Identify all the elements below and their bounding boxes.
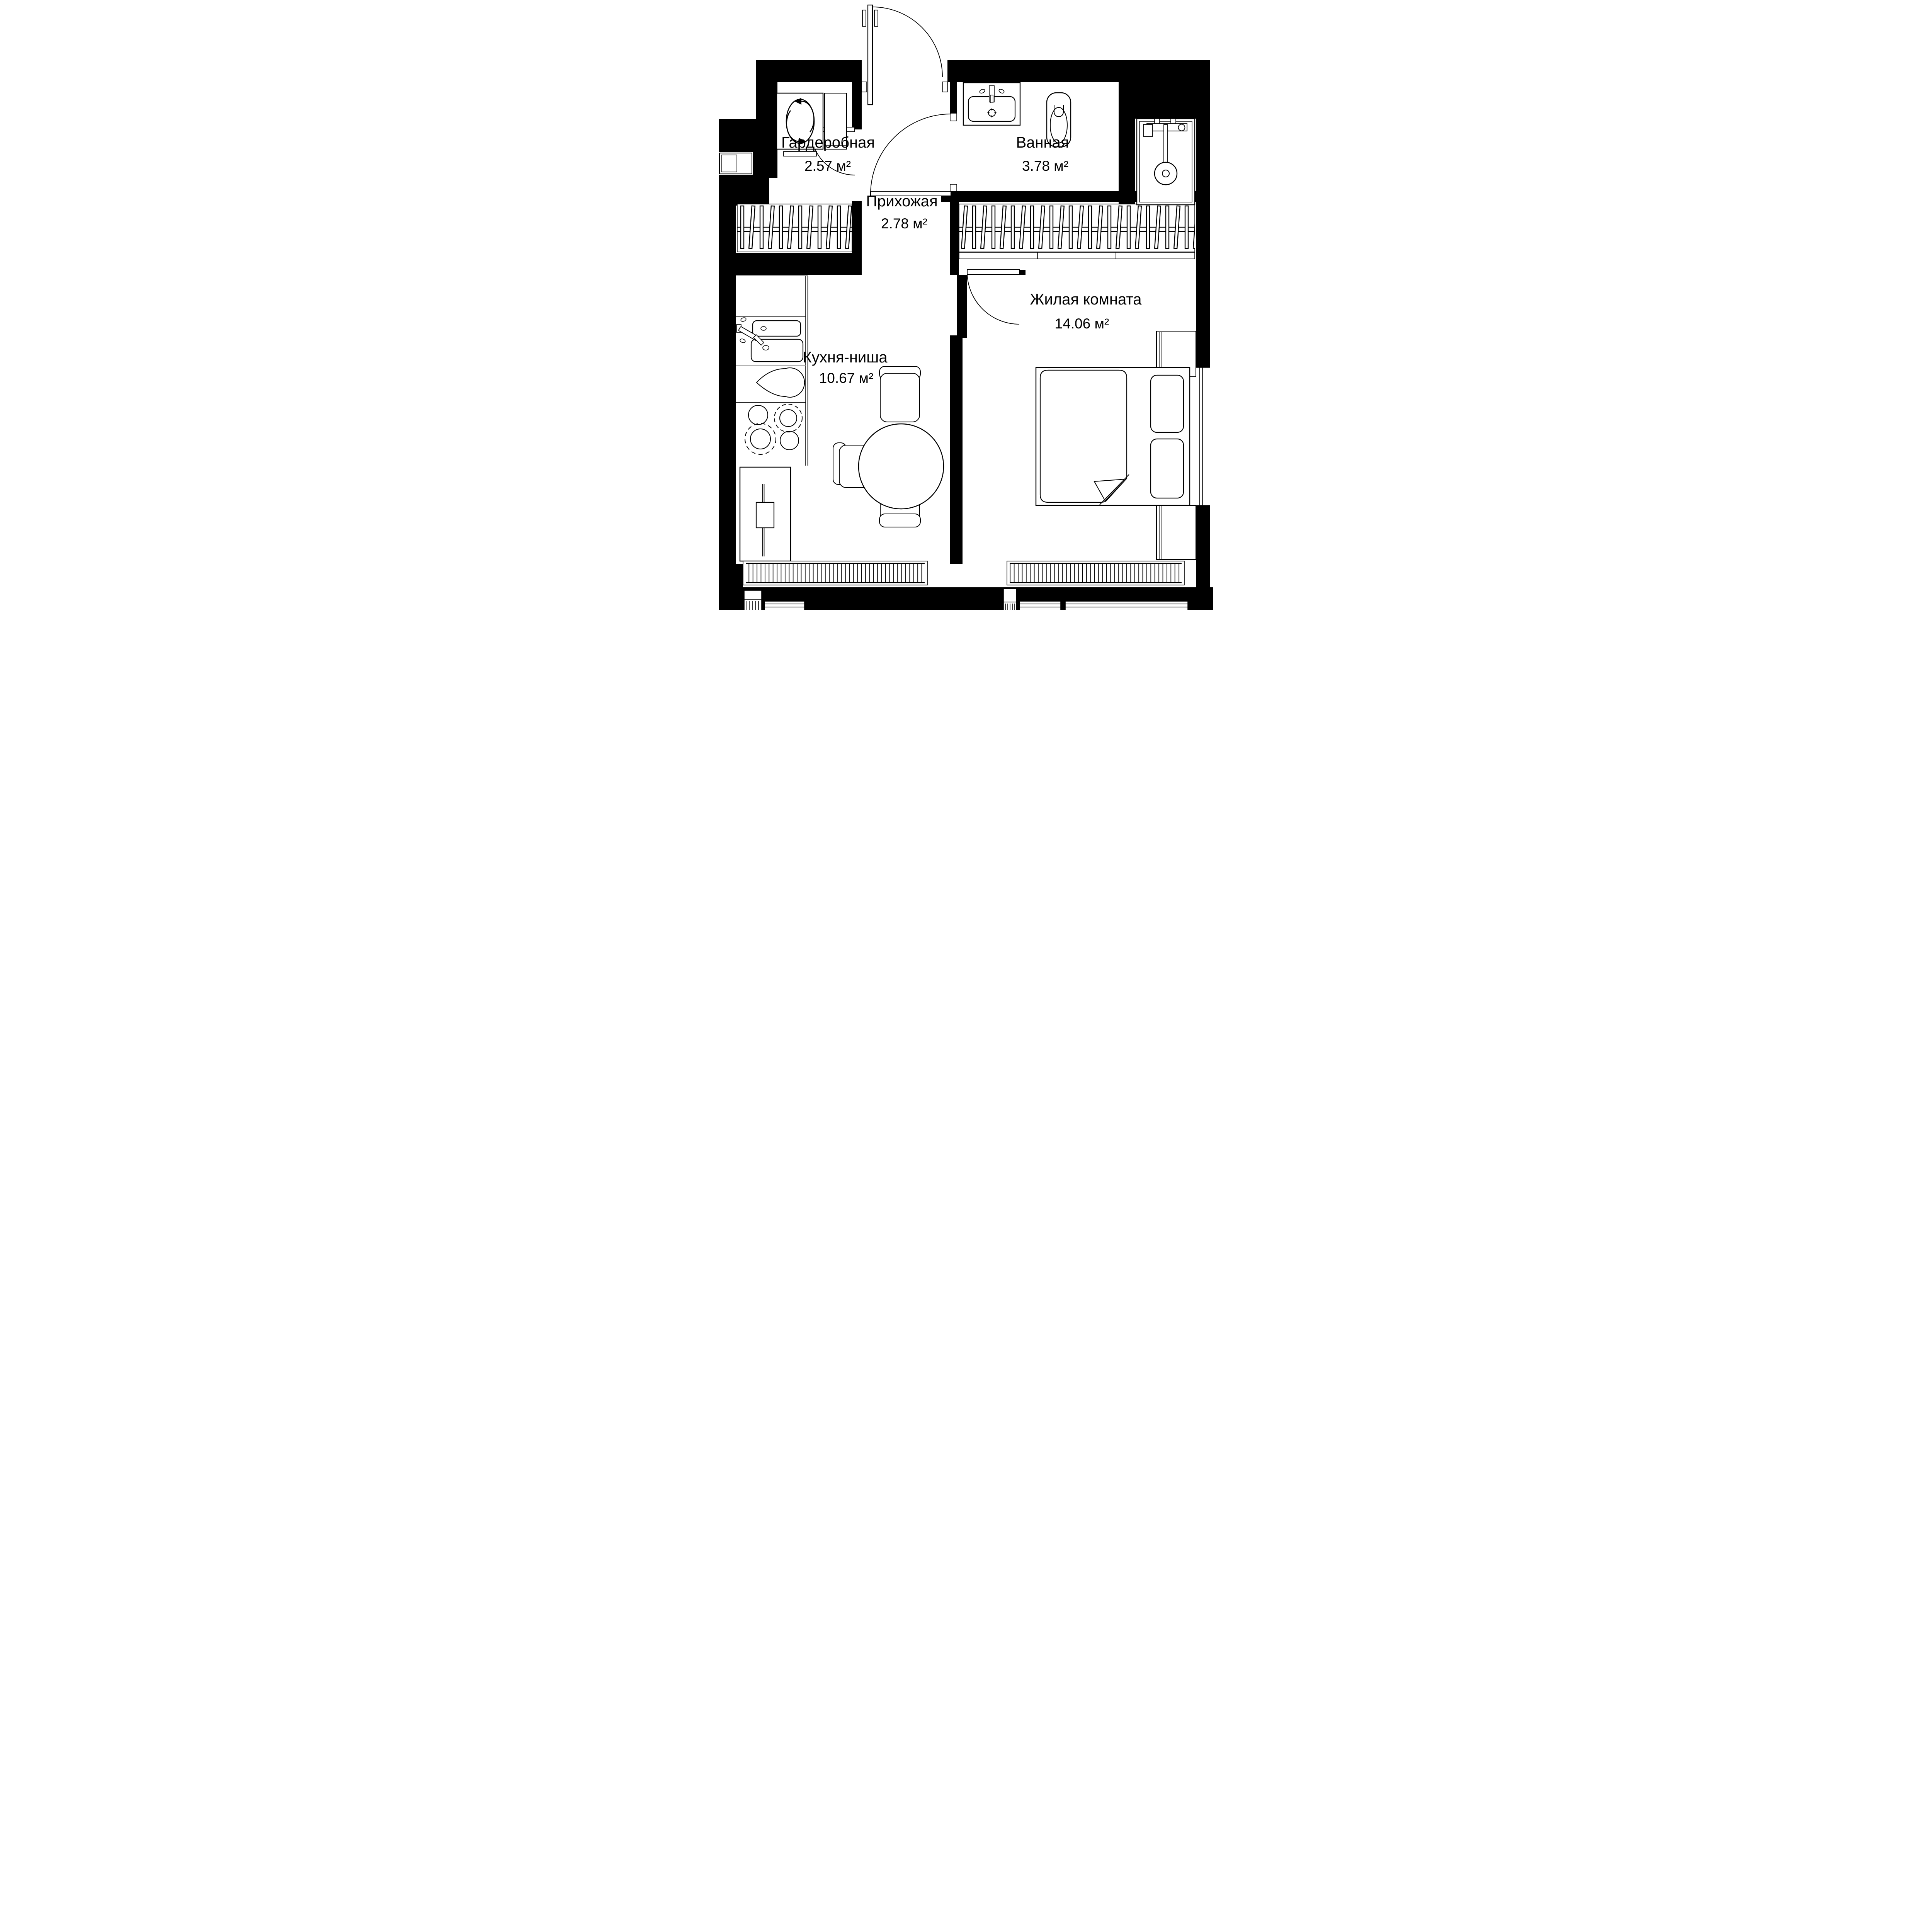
wall-segment <box>1119 82 1135 206</box>
closet-shelf-icon <box>959 252 1195 259</box>
radiator-icon <box>1007 561 1185 585</box>
ventilation-shaft-icon <box>719 153 752 174</box>
faucet-icon <box>738 326 764 346</box>
wall-segment <box>756 60 777 121</box>
wall-segment <box>1196 60 1210 367</box>
bathroom-sink-icon <box>963 82 1021 126</box>
room-area-living-room: 14.06 м² <box>1055 316 1109 332</box>
room-labels: Гардеробная 2.57 м² Ванная 3.78 м² Прихо… <box>781 134 1142 386</box>
window-grille-icon <box>1005 604 1015 610</box>
wall-segment <box>947 60 1196 82</box>
room-label-living-room: Жилая комната <box>1030 291 1142 308</box>
tall-cabinet-icon <box>739 466 791 562</box>
shower-icon <box>1136 118 1196 206</box>
door-jamb <box>861 82 867 92</box>
wardrobe-rail-icon <box>959 204 1195 252</box>
room-area-hallway: 2.78 м² <box>881 216 927 231</box>
door-jamb <box>942 82 948 92</box>
living-room-door-icon <box>967 269 1020 325</box>
bathroom-door-icon <box>870 113 957 196</box>
room-label-bathroom: Ванная <box>1016 134 1069 151</box>
window-icon <box>1196 367 1210 505</box>
entrance-door-icon <box>861 4 948 105</box>
wardrobe-rail-left <box>737 204 852 252</box>
floor-plan-page: Гардеробная 2.57 м² Ванная 3.78 м² Прихо… <box>719 0 1213 610</box>
wall-segment <box>719 253 862 275</box>
kitchen-hob-icon <box>745 404 803 455</box>
dining-table-icon <box>858 423 944 510</box>
room-area-bathroom: 3.78 м² <box>1022 158 1068 174</box>
door-leaf <box>967 269 1020 275</box>
toilet-icon <box>1046 92 1071 148</box>
wall-segment <box>852 60 862 129</box>
window-grille-icon <box>746 601 759 610</box>
mattress <box>1039 369 1128 503</box>
door-swing-arc <box>872 7 943 77</box>
room-area-wardrobe: 2.57 м² <box>804 158 851 174</box>
wall-segment <box>1019 270 1026 275</box>
wall-segment <box>719 119 769 152</box>
pillow-icon <box>1150 374 1184 433</box>
window-icon <box>764 601 805 610</box>
wall-segment <box>769 119 777 178</box>
kitchen-board-icon <box>756 367 805 398</box>
room-label-kitchen: Кухня-ниша <box>803 349 888 366</box>
pillow-icon <box>1150 438 1184 499</box>
wall-segment <box>950 191 959 275</box>
dining-set <box>833 366 944 527</box>
wall-segment <box>719 175 769 206</box>
door-swing-arc <box>967 272 1020 325</box>
kitchen-counter <box>736 276 808 466</box>
floor-plan: Гардеробная 2.57 м² Ванная 3.78 м² Прихо… <box>719 0 1213 610</box>
chair-icon <box>879 366 921 422</box>
blanket-fold <box>1094 478 1127 502</box>
nightstand-icon <box>1156 505 1196 560</box>
door-swing-arc <box>870 114 951 194</box>
wall-segment <box>950 335 963 564</box>
wall-segment <box>950 82 957 116</box>
wall-segment <box>1135 82 1196 119</box>
wardrobe-rail-right <box>959 204 1195 259</box>
wardrobe-rail-icon <box>737 204 852 252</box>
window-icon <box>1019 601 1061 610</box>
washing-machine-icon <box>776 92 847 156</box>
room-label-wardrobe: Гардеробная <box>781 134 875 151</box>
wall-segment <box>1196 505 1210 587</box>
door-jamb <box>950 113 957 121</box>
walls <box>719 60 1213 610</box>
room-area-kitchen: 10.67 м² <box>819 370 874 386</box>
wall-segment <box>957 275 967 338</box>
kitchen-sink-icon <box>736 317 804 362</box>
door-leaf <box>867 4 873 105</box>
wall-segment <box>753 151 769 175</box>
room-label-hallway: Прихожая <box>866 193 937 210</box>
bed-icon <box>1035 367 1190 506</box>
window-icon <box>744 590 762 610</box>
door-jamb <box>950 184 957 192</box>
living-room-window <box>1196 367 1210 506</box>
radiator-icon <box>743 561 928 585</box>
window-icon <box>1065 601 1188 610</box>
bottom-windows <box>744 588 1188 610</box>
